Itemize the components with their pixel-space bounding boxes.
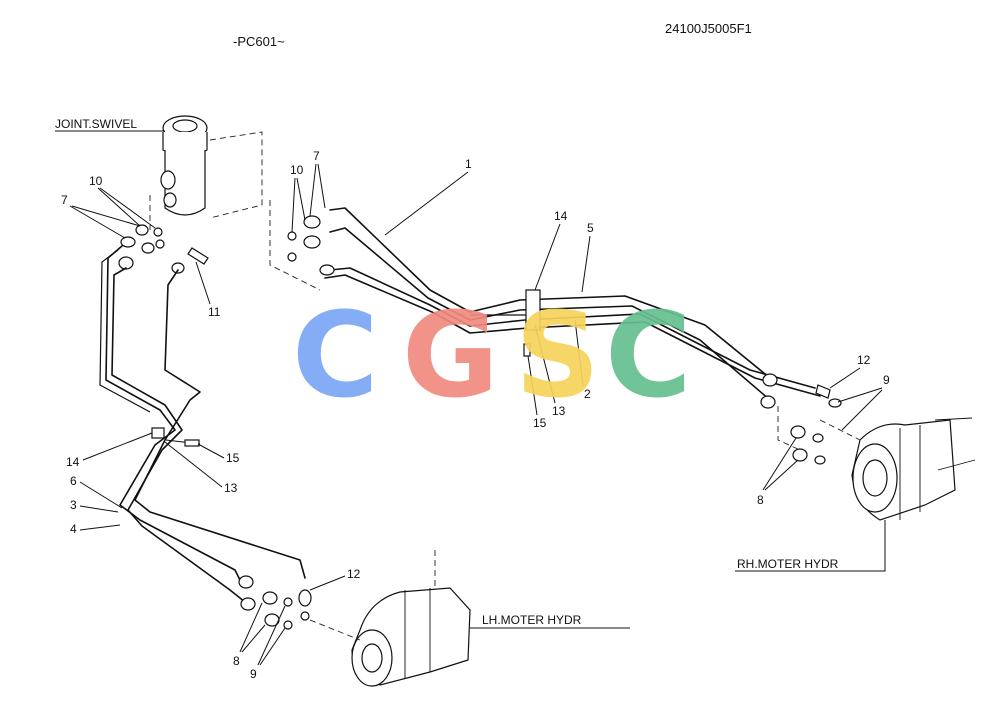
watermark: C G S C bbox=[292, 286, 692, 424]
callout-10-upper: 10 bbox=[290, 163, 304, 177]
callout-7-upper: 7 bbox=[313, 149, 320, 163]
callout-12-left: 12 bbox=[347, 567, 361, 581]
callouts: 1 5 14 2 13 15 10 7 10 7 11 bbox=[61, 149, 890, 681]
callout-14-center: 14 bbox=[554, 209, 568, 223]
lh-fittings bbox=[238, 575, 312, 630]
watermark-letter-c1: C bbox=[292, 286, 379, 424]
callout-3: 3 bbox=[70, 498, 77, 512]
swivel-joint bbox=[149, 115, 263, 230]
callout-1: 1 bbox=[465, 157, 472, 171]
callout-7-left: 7 bbox=[61, 193, 68, 207]
joint-swivel-label: JOINT.SWIVEL bbox=[55, 117, 137, 131]
rh-motor-label: RH.MOTER HYDR bbox=[737, 557, 839, 571]
callout-12-right: 12 bbox=[857, 353, 871, 367]
callout-5: 5 bbox=[587, 221, 594, 235]
watermark-letter-g: G bbox=[402, 286, 499, 424]
callout-15-center: 15 bbox=[533, 416, 547, 430]
lh-motor bbox=[309, 550, 471, 687]
callout-10-left: 10 bbox=[89, 174, 103, 188]
drawing-code-left: -PC601~ bbox=[233, 34, 285, 49]
callout-2: 2 bbox=[584, 387, 591, 401]
callout-11: 11 bbox=[208, 305, 221, 319]
callout-13-left: 13 bbox=[224, 481, 238, 495]
rh-fittings bbox=[760, 373, 842, 465]
callout-8-right: 8 bbox=[757, 493, 764, 507]
watermark-letter-c2: C bbox=[605, 286, 692, 424]
callout-8-left: 8 bbox=[233, 654, 240, 668]
watermark-letter-s: S bbox=[515, 286, 600, 424]
callout-4: 4 bbox=[70, 522, 77, 536]
callout-9-right: 9 bbox=[883, 373, 890, 387]
lh-motor-label: LH.MOTER HYDR bbox=[482, 613, 582, 627]
callout-9-left: 9 bbox=[250, 667, 257, 681]
rh-motor bbox=[819, 417, 976, 521]
callout-14-left: 14 bbox=[66, 455, 80, 469]
left-pipe-bundle bbox=[99, 245, 306, 603]
swivel-fittings bbox=[118, 224, 209, 274]
right-pipe-bundle bbox=[324, 207, 821, 401]
callout-6: 6 bbox=[70, 474, 77, 488]
upper-fittings bbox=[269, 200, 335, 291]
center-clamp bbox=[523, 289, 541, 357]
callout-15-left: 15 bbox=[226, 451, 240, 465]
callout-13-center: 13 bbox=[552, 404, 566, 418]
drawing-number: 24100J5005F1 bbox=[665, 21, 752, 36]
